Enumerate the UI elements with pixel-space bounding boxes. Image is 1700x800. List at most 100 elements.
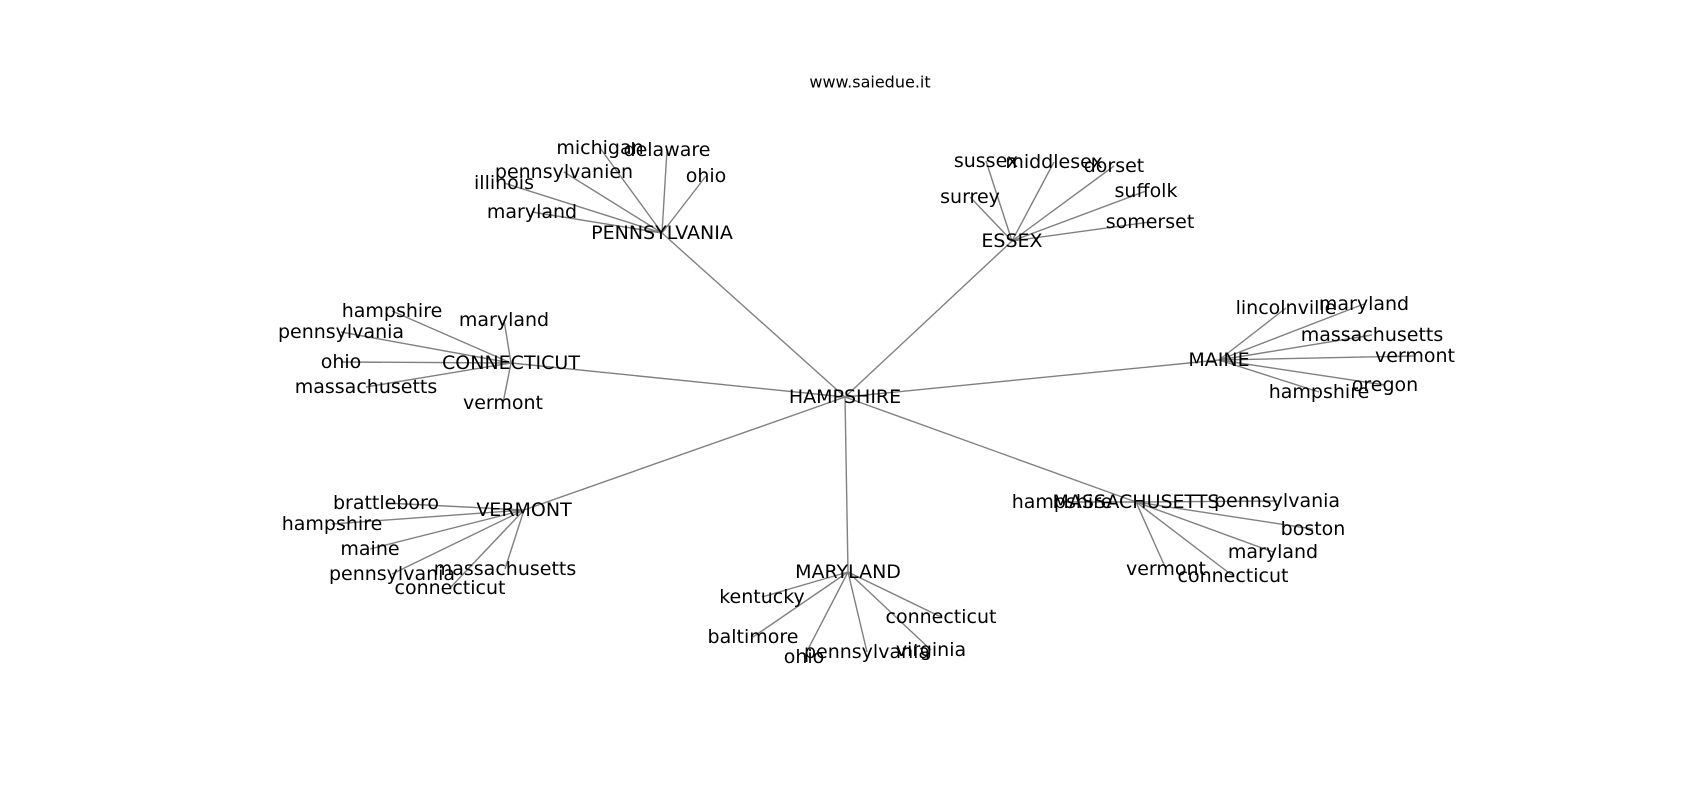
edge-root-vermont xyxy=(523,396,846,511)
edge-massachusetts-connecticut xyxy=(1135,501,1234,577)
node-leaf-pennsylvania-ohio: ohio xyxy=(686,165,727,187)
node-leaf-maine-hampshire: hampshire xyxy=(1269,381,1370,403)
edge-essex-sussex xyxy=(985,160,1013,242)
edge-connecticut-pennsylvania xyxy=(340,331,512,364)
node-leaf-vermont-connecticut: connecticut xyxy=(395,577,506,599)
edge-maine-maryland xyxy=(1218,303,1365,361)
edge-pennsylvania-illinois xyxy=(503,182,663,234)
node-root-hampshire: HAMPSHIRE xyxy=(789,386,901,408)
node-leaf-vermont-pennsylvania: pennsylvania xyxy=(329,563,455,585)
graph-title: www.saiedue.it xyxy=(809,73,930,92)
edge-essex-dorset xyxy=(1011,165,1115,242)
node-hub-vermont: VERMONT xyxy=(476,499,572,521)
edge-maine-massachusetts xyxy=(1218,334,1373,361)
edge-pennsylvania-pennsylvanien xyxy=(563,171,663,234)
edge-massachusetts-pennsylvania xyxy=(1135,500,1278,503)
edge-maryland-kentucky xyxy=(761,571,849,598)
node-leaf-maryland-ohio: ohio xyxy=(784,646,825,668)
node-leaf-maine-maryland: maryland xyxy=(1319,293,1409,315)
edge-maine-lincolnville xyxy=(1218,307,1287,361)
node-leaf-connecticut-hampshire: hampshire xyxy=(342,300,443,322)
edge-vermont-connecticut xyxy=(449,509,525,589)
node-leaf-vermont-massachusetts: massachusetts xyxy=(434,558,577,580)
node-leaf-massachusetts-maryland: maryland xyxy=(1228,541,1318,563)
node-leaf-maine-vermont: vermont xyxy=(1375,345,1455,367)
edge-vermont-pennsylvania xyxy=(391,509,525,575)
edge-root-massachusetts xyxy=(844,396,1137,503)
node-leaf-massachusetts-connecticut: connecticut xyxy=(1178,565,1289,587)
edge-root-maryland xyxy=(844,396,849,573)
edge-connecticut-vermont xyxy=(502,362,512,404)
node-hub-massachusetts: MASSACHUSETTS xyxy=(1053,491,1220,513)
node-leaf-essex-dorset: dorset xyxy=(1084,155,1145,177)
node-leaf-connecticut-ohio: ohio xyxy=(321,351,362,373)
node-leaf-maryland-baltimore: baltimore xyxy=(708,626,799,648)
edge-maine-hampshire xyxy=(1218,359,1320,393)
edge-vermont-massachusetts xyxy=(504,509,525,570)
node-hub-pennsylvania: PENNSYLVANIA xyxy=(591,222,733,244)
edge-root-essex xyxy=(844,240,1013,398)
edge-maine-oregon xyxy=(1218,359,1386,386)
node-hub-maryland: MARYLAND xyxy=(795,561,901,583)
edge-root-connecticut xyxy=(510,362,846,398)
edge-connecticut-hampshire xyxy=(391,310,512,364)
node-leaf-maryland-kentucky: kentucky xyxy=(719,586,805,608)
node-leaf-essex-somerset: somerset xyxy=(1106,211,1195,233)
edge-vermont-brattleboro xyxy=(385,502,525,511)
node-leaf-maine-massachusetts: massachusetts xyxy=(1301,324,1444,346)
node-leaf-essex-surrey: surrey xyxy=(940,186,1000,208)
node-leaf-pennsylvania-maryland: maryland xyxy=(487,201,577,223)
node-leaf-pennsylvania-michigan: michigan xyxy=(556,137,643,159)
node-leaf-vermont-brattleboro: brattleboro xyxy=(333,492,439,514)
edge-maryland-baltimore xyxy=(752,571,849,638)
node-leaf-pennsylvania-delaware: delaware xyxy=(624,139,711,161)
node-leaf-connecticut-massachusetts: massachusetts xyxy=(295,376,438,398)
node-leaf-essex-sussex: sussex xyxy=(954,150,1018,172)
edge-massachusetts-maryland xyxy=(1135,501,1274,553)
edge-maryland-pennsylvania xyxy=(847,571,868,653)
edge-root-maine xyxy=(844,359,1220,398)
edge-essex-suffolk xyxy=(1011,190,1147,242)
edge-vermont-hampshire xyxy=(331,509,525,525)
edge-vermont-maine xyxy=(369,509,525,550)
edge-essex-somerset xyxy=(1011,221,1151,242)
edge-root-pennsylvania xyxy=(661,232,846,398)
node-leaf-massachusetts-vermont: vermont xyxy=(1126,558,1206,580)
edge-connecticut-maryland xyxy=(503,319,512,364)
edge-maryland-connecticut xyxy=(847,571,942,618)
edge-essex-surrey xyxy=(969,196,1013,242)
edge-connecticut-ohio xyxy=(340,361,512,364)
edge-massachusetts-boston xyxy=(1135,501,1314,530)
edge-massachusetts-vermont xyxy=(1135,501,1167,570)
node-leaf-essex-suffolk: suffolk xyxy=(1115,180,1178,202)
edge-connecticut-massachusetts xyxy=(365,362,512,388)
node-leaf-connecticut-vermont: vermont xyxy=(463,392,543,414)
node-leaf-massachusetts-hampshire: hampshire xyxy=(1012,491,1113,513)
node-leaf-maryland-pennsylvania: pennsylvania xyxy=(804,641,930,663)
edge-maryland-ohio xyxy=(803,571,849,658)
graph-labels: www.saiedue.it HAMPSHIRE PENNSYLVANIA mich… xyxy=(278,73,1455,669)
edge-pennsylvania-delaware xyxy=(661,149,668,234)
node-leaf-maine-lincolnville: lincolnville xyxy=(1236,297,1337,319)
node-leaf-connecticut-pennsylvania: pennsylvania xyxy=(278,321,404,343)
node-leaf-maryland-connecticut: connecticut xyxy=(886,606,997,628)
node-leaf-essex-middlesex: middlesex xyxy=(1005,151,1102,173)
edge-pennsylvania-michigan xyxy=(599,147,663,234)
edge-pennsylvania-maryland xyxy=(531,211,663,234)
node-hub-connecticut: CONNECTICUT xyxy=(442,352,580,374)
graph-edges xyxy=(331,147,1416,658)
node-leaf-pennsylvania-illinois: illinois xyxy=(474,172,534,194)
edge-essex-middlesex xyxy=(1011,161,1055,242)
node-leaf-massachusetts-pennsylvania: pennsylvania xyxy=(1214,490,1340,512)
node-leaf-massachusetts-boston: boston xyxy=(1281,518,1346,540)
node-leaf-pennsylvania-pennsylvanien: pennsylvanien xyxy=(495,161,633,183)
node-hub-essex: ESSEX xyxy=(981,230,1042,252)
node-leaf-maryland-virginia: virginia xyxy=(896,639,966,661)
node-hub-maine: MAINE xyxy=(1188,349,1249,371)
edge-maine-vermont xyxy=(1218,355,1416,361)
edge-pennsylvania-ohio xyxy=(661,175,707,234)
node-leaf-maine-oregon: oregon xyxy=(1352,374,1418,396)
node-leaf-vermont-hampshire: hampshire xyxy=(282,513,383,535)
node-leaf-connecticut-maryland: maryland xyxy=(459,309,549,331)
